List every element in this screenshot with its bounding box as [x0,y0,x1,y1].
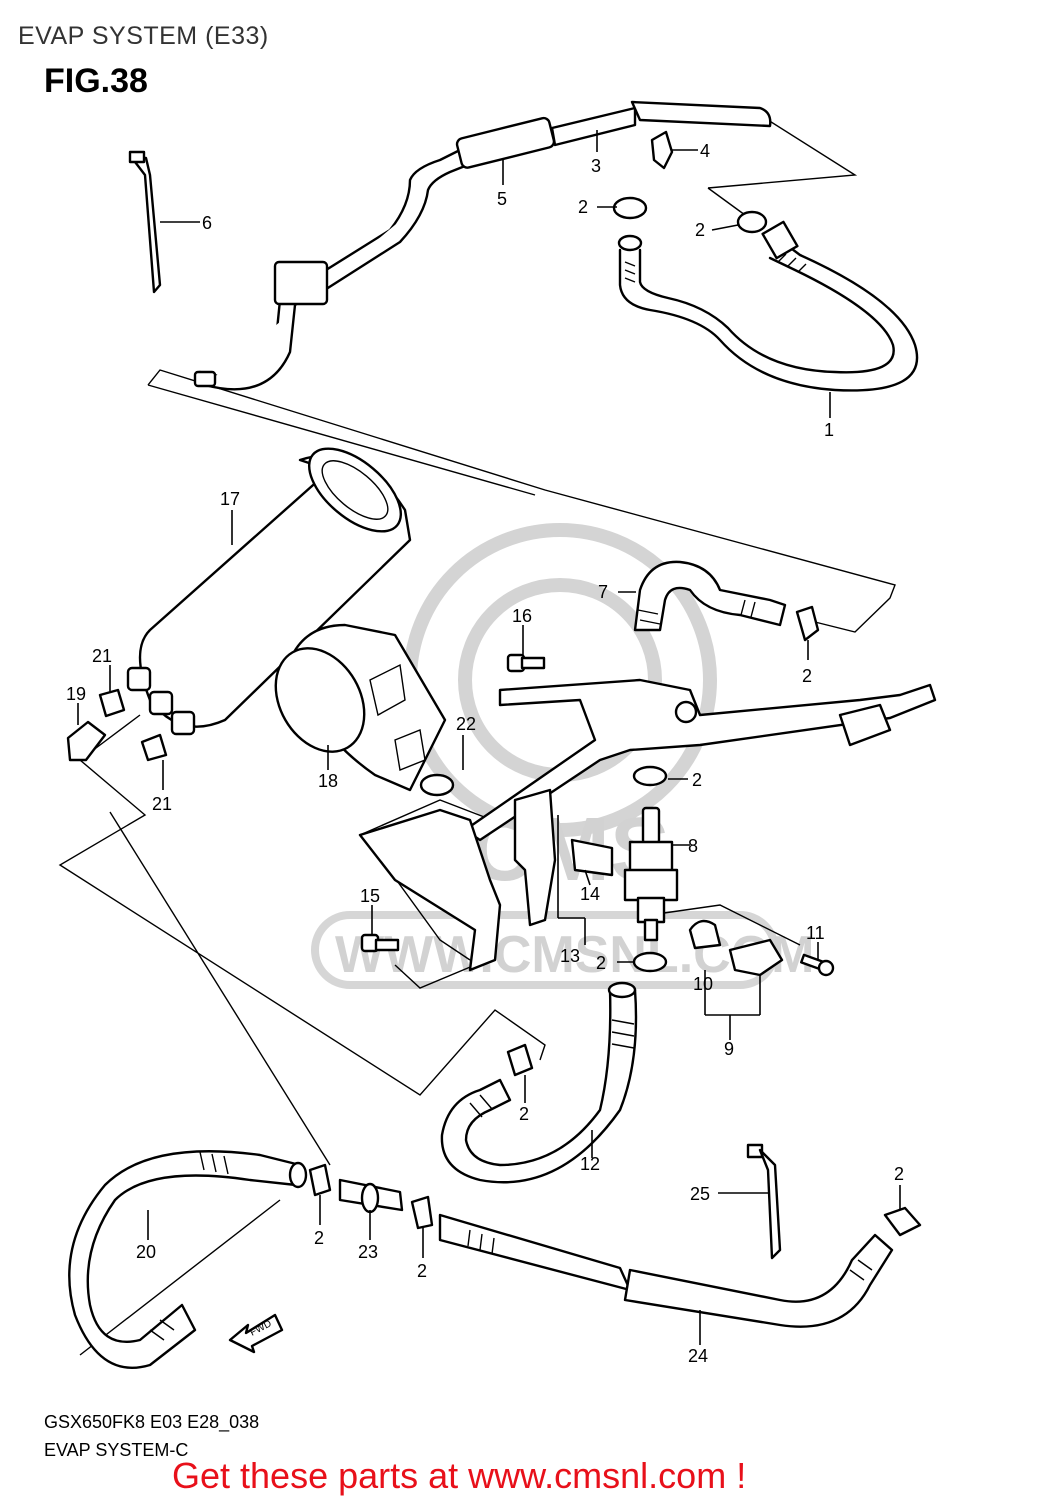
hose-24 [438,1213,894,1328]
callout-2f: 2 [519,1104,529,1124]
callout-2i: 2 [417,1261,427,1281]
callout-5: 5 [497,189,507,209]
hose-1 [617,220,919,392]
screw-11 [800,953,835,977]
valve-8 [623,806,679,942]
callout-2a: 2 [578,197,588,217]
canister-17 [126,447,412,736]
callout-4: 4 [700,141,710,161]
hose-3-5 [193,100,772,391]
callout-25: 25 [690,1184,710,1204]
callout-9: 9 [724,1039,734,1059]
callout-21b: 21 [152,794,172,814]
bracket-18 [274,623,447,792]
leader-lines [77,130,901,1345]
callout-24: 24 [688,1346,708,1366]
diagram-subtitle: EVAP SYSTEM-C [44,1440,189,1460]
callout-22: 22 [456,714,476,734]
clips-2 [308,196,922,1237]
callout-15: 15 [360,886,380,906]
callout-labels: 1 3 4 5 6 2 2 17 7 16 2 21 19 22 18 2 21… [66,141,904,1366]
callout-21a: 21 [92,646,112,666]
cap-19 [66,720,107,762]
callout-2d: 2 [692,770,702,790]
main-bracket [463,678,937,842]
callout-8: 8 [688,836,698,856]
callout-23: 23 [358,1242,378,1262]
tie-6 [128,150,162,294]
hose-7 [633,560,787,632]
section-title: EVAP SYSTEM (E33) [18,22,269,50]
bracket-13 [513,788,614,927]
callout-2g: 2 [894,1164,904,1184]
callout-19: 19 [66,684,86,704]
connector-4 [650,130,674,170]
callout-6: 6 [202,213,212,233]
callout-14: 14 [580,884,600,904]
fwd-arrow: FWD [228,1313,284,1354]
clamp-10 [688,919,784,977]
callout-1: 1 [824,420,834,440]
hose-12 [440,981,638,1184]
callout-2b: 2 [695,220,705,240]
callout-18: 18 [318,771,338,791]
joint-23 [338,1178,404,1214]
tie-25 [746,1143,782,1260]
callout-2e: 2 [596,953,606,973]
promo-link-text[interactable]: Get these parts at www.cmsnl.com ! [172,1455,747,1496]
clip-22 [419,773,455,797]
callout-7: 7 [598,582,608,602]
callout-3: 3 [591,156,601,176]
callout-12: 12 [580,1154,600,1174]
callout-16: 16 [512,606,532,626]
callout-13: 13 [560,946,580,966]
hose-20 [68,1150,308,1370]
bolt-16 [506,653,546,673]
callout-2h: 2 [314,1228,324,1248]
clips-21 [98,688,168,762]
callout-11: 11 [806,923,825,943]
callout-10: 10 [693,974,713,994]
callout-17: 17 [220,489,240,509]
bolt-15 [360,933,400,953]
figure-label: FIG.38 [44,62,148,100]
lower-bracket [358,808,502,972]
assembly-outlines [58,119,896,1356]
callout-20: 20 [136,1242,156,1262]
model-code: GSX650FK8 E03 E28_038 [44,1412,260,1432]
callout-2c: 2 [802,666,812,686]
